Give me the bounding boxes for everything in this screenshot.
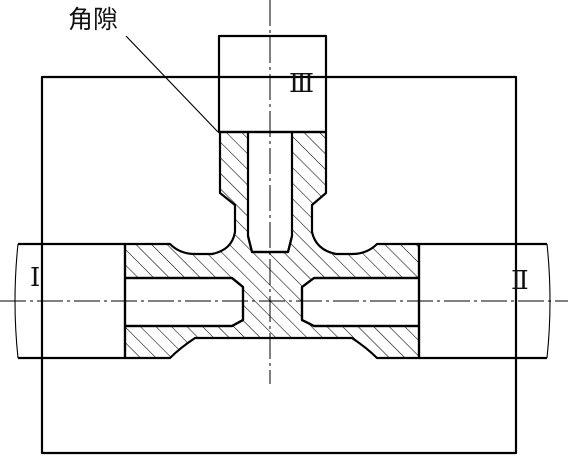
punch-right-label: Ⅱ: [511, 266, 529, 296]
punch-top-label: Ⅲ: [289, 69, 314, 99]
punch-left-nose: [125, 276, 245, 328]
punch-top: [217, 34, 328, 134]
die-block: [40, 75, 518, 455]
corner-gap-label: 角隙: [68, 5, 118, 34]
workpiece-section: [123, 130, 421, 360]
punch-right-nose: [300, 276, 419, 328]
punch-left: [18, 242, 127, 360]
punch-left-label: Ⅰ: [30, 263, 40, 293]
corner-gap-leader: [125, 35, 219, 133]
